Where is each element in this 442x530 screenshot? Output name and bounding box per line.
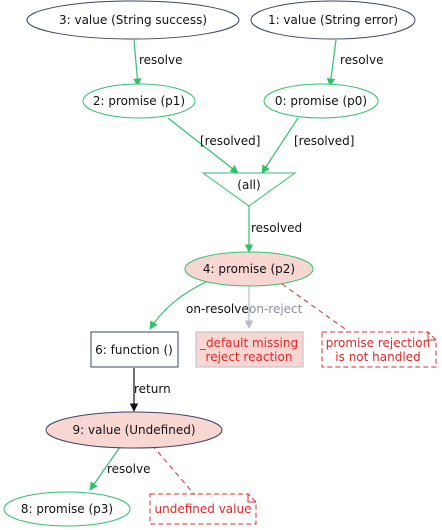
node-promise-p1[interactable]: 2: promise (p1)	[82, 83, 196, 119]
edge-label-resolved-p1: [resolved]	[200, 134, 260, 148]
node-value-undefined[interactable]: 9: value (Undefined)	[45, 411, 223, 449]
node-default-reject-reaction[interactable]: _default missing reject reaction	[195, 331, 304, 368]
node-label: 8: promise (p3)	[21, 502, 113, 516]
node-label-line1: _default missing	[199, 336, 298, 350]
edge-p2-to-reject-note	[281, 283, 349, 332]
edge-label-on-resolve: on-resolve	[186, 302, 249, 316]
node-function[interactable]: 6: function ()	[90, 331, 179, 368]
edge-label-resolve-v3: resolve	[139, 53, 182, 67]
edge-label-resolve-v9: resolve	[107, 462, 150, 476]
node-promise-p2[interactable]: 4: promise (p2)	[184, 251, 314, 287]
edge-v9-to-undefined-note	[151, 444, 195, 495]
note-label: undefined value	[155, 502, 252, 516]
node-value-string-error[interactable]: 1: value (String error)	[250, 0, 416, 40]
node-value-string-success[interactable]: 3: value (String success)	[26, 0, 240, 40]
edge-p2-to-default-reaction: on-reject	[244, 285, 303, 329]
node-label: (all)	[237, 178, 260, 192]
edge-function-to-v9: return	[129, 368, 171, 412]
edge-label-resolved-p0: [resolved]	[294, 134, 354, 148]
edge-label-resolve-v1: resolve	[340, 53, 383, 67]
node-all-combinator[interactable]: (all)	[201, 172, 297, 207]
note-line2: is not handled	[335, 350, 420, 364]
node-label: 4: promise (p2)	[203, 262, 295, 276]
edge-p0-to-all: [resolved]	[261, 117, 354, 174]
note-line1: promise rejection	[326, 336, 430, 350]
node-label: 0: promise (p0)	[275, 94, 367, 108]
edge-p1-to-all: [resolved]	[167, 117, 260, 174]
node-label: 6: function ()	[95, 343, 173, 357]
edge-label-on-reject: on-reject	[249, 302, 303, 316]
edge-all-to-p2: resolved	[244, 206, 302, 253]
node-label: 2: promise (p1)	[93, 94, 185, 108]
note-promise-rejection[interactable]: promise rejection is not handled	[321, 331, 437, 368]
edge-v1-to-p0: resolve	[326, 39, 383, 87]
node-label-line2: reject reaction	[206, 350, 293, 364]
node-promise-p3[interactable]: 8: promise (p3)	[3, 491, 131, 527]
edge-v9-to-p3: resolve	[89, 446, 150, 491]
note-undefined-value[interactable]: undefined value	[149, 493, 257, 525]
node-label: 9: value (Undefined)	[73, 423, 196, 437]
edge-p2-to-function: on-resolve	[149, 280, 249, 330]
edge-label-resolved-all: resolved	[251, 221, 302, 235]
edge-label-return: return	[134, 382, 171, 396]
node-label: 3: value (String success)	[59, 13, 207, 27]
node-label: 1: value (String error)	[268, 13, 398, 27]
node-promise-p0[interactable]: 0: promise (p0)	[263, 83, 379, 119]
edge-v3-to-p1: resolve	[133, 39, 182, 87]
